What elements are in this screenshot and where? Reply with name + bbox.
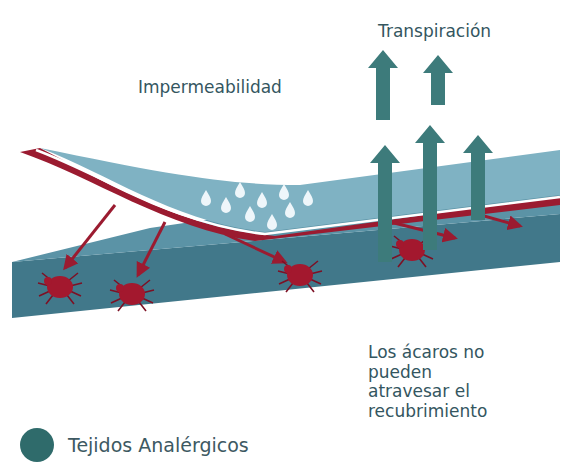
legend-item: Tejidos Analérgicos xyxy=(20,428,249,462)
feature-label: Impermeabilidad xyxy=(138,78,318,98)
legend-text: Tejidos Analérgicos xyxy=(68,434,249,456)
feature-label: Transpiración xyxy=(378,22,548,42)
note-label: Los ácaros no pueden atravesar el recubr… xyxy=(368,343,518,421)
legend-swatch xyxy=(20,428,54,462)
water-drops xyxy=(201,182,313,230)
transpiration-arrows xyxy=(368,50,493,262)
mites xyxy=(38,236,434,311)
